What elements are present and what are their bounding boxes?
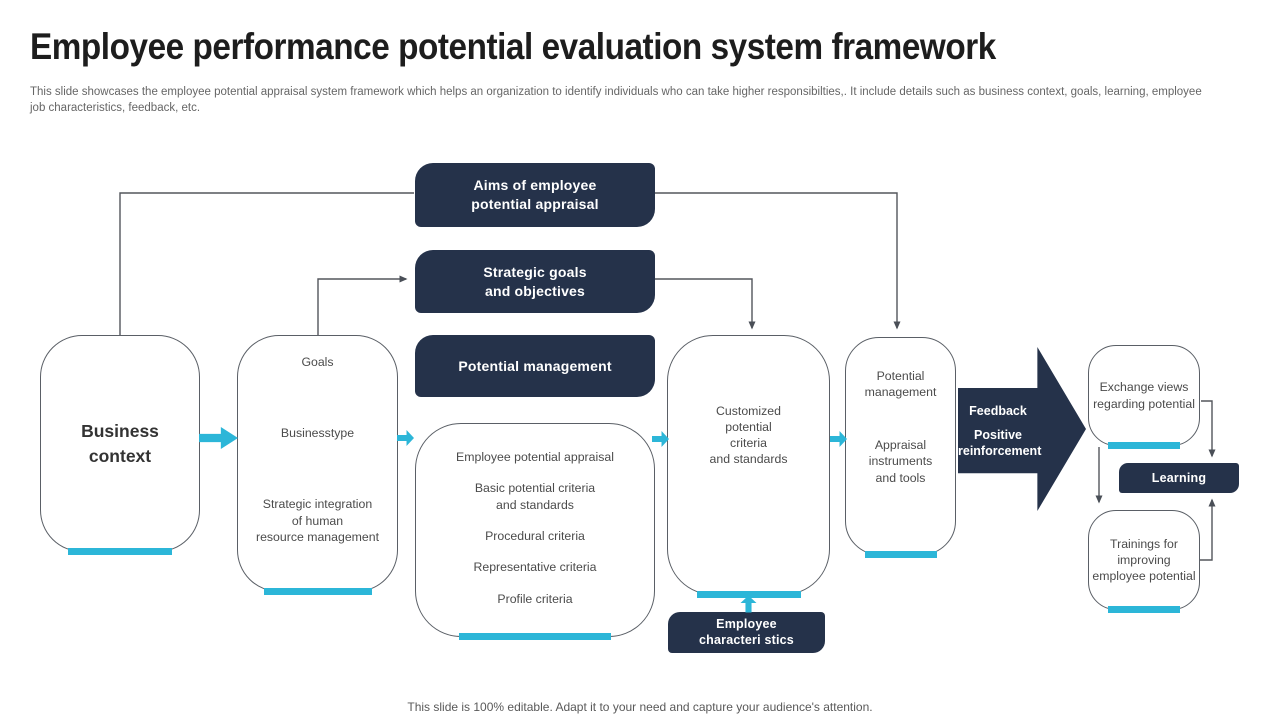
customized-criteria-label: Customized potential criteria and standa… bbox=[709, 403, 788, 467]
potential-management-item: Potential management bbox=[864, 369, 937, 400]
footer-note: This slide is 100% editable. Adapt it to… bbox=[407, 700, 873, 714]
customized-criteria-box[interactable]: Customized potential criteria and standa… bbox=[667, 335, 830, 598]
connector-aims-to-pm bbox=[655, 192, 901, 330]
strategic-goals-and-objectives-box[interactable]: Strategic goals and objectives bbox=[415, 250, 655, 313]
learning-box[interactable]: Learning bbox=[1119, 463, 1239, 493]
potential-management-tools-box[interactable]: Potential management Appraisal instrumen… bbox=[845, 337, 956, 558]
page-title: Employee performance potential evaluatio… bbox=[30, 26, 996, 67]
business-type-item: Businesstype bbox=[280, 426, 355, 441]
goals-box[interactable]: Goals Businesstype Strategic integration… bbox=[237, 335, 398, 595]
positive-reinforcement-label: Positive reinforcement bbox=[958, 428, 1042, 458]
learning-label: Learning bbox=[1151, 470, 1207, 485]
trainings-label: Trainings for improving employee potenti… bbox=[1092, 536, 1196, 584]
business-context-box[interactable]: Business context bbox=[40, 335, 200, 555]
accent-bar bbox=[459, 632, 611, 640]
accent-bar bbox=[263, 587, 372, 595]
exchange-views-box[interactable]: Exchange views regarding potential bbox=[1088, 345, 1200, 449]
accent-bar bbox=[68, 547, 172, 555]
connector-goals-to-strategic bbox=[317, 275, 408, 335]
profile-criteria-item: Profile criteria bbox=[497, 591, 573, 606]
flow-arrow-goals-to-criteria[interactable] bbox=[397, 430, 414, 446]
flow-arrow-characteristics-to-customized[interactable] bbox=[741, 596, 757, 613]
representative-criteria-item: Representative criteria bbox=[473, 560, 597, 575]
business-context-label: Business context bbox=[81, 421, 159, 466]
slide-description: This slide showcases the employee potent… bbox=[30, 86, 1202, 115]
goals-item: Goals bbox=[301, 355, 334, 369]
accent-bar bbox=[864, 550, 937, 558]
accent-bar bbox=[696, 590, 801, 598]
appraisal-item: Employee potential appraisal bbox=[456, 450, 614, 465]
procedural-criteria-item: Procedural criteria bbox=[485, 528, 585, 543]
employee-characteristics-label: Employee characteri stics bbox=[699, 616, 794, 647]
employee-potential-appraisal-box[interactable]: Employee potential appraisal Basic poten… bbox=[415, 423, 655, 640]
feedback-label: Feedback bbox=[969, 403, 1027, 418]
employee-characteristics-box[interactable]: Employee characteri stics bbox=[668, 612, 825, 653]
aims-of-employee-potential-appraisal-box[interactable]: Aims of employee potential appraisal bbox=[415, 163, 655, 227]
connector-trainings-to-learning bbox=[1199, 498, 1216, 561]
appraisal-instruments-item: Appraisal instruments and tools bbox=[868, 438, 933, 485]
strategic-integration-item: Strategic integration of human resource … bbox=[255, 497, 380, 544]
connector-exchange-to-learning bbox=[1201, 400, 1216, 458]
potential-management-dark-box[interactable]: Potential management bbox=[415, 335, 655, 397]
accent-bar bbox=[1108, 605, 1180, 613]
strategic-goals-label: Strategic goals and objectives bbox=[483, 263, 587, 299]
connector-strategic-to-customized bbox=[655, 278, 756, 330]
flow-arrow-business-to-goals[interactable] bbox=[199, 427, 238, 449]
basic-criteria-item: Basic potential criteria and standards bbox=[474, 481, 596, 512]
feedback-arrow-text: Feedback Positive reinforcement bbox=[958, 388, 1042, 475]
trainings-box[interactable]: Trainings for improving employee potenti… bbox=[1088, 510, 1200, 613]
connector-business-to-aims bbox=[119, 192, 414, 335]
potential-management-label: Potential management bbox=[458, 357, 612, 374]
accent-bar bbox=[1108, 441, 1180, 449]
aims-label: Aims of employee potential appraisal bbox=[471, 177, 599, 212]
exchange-views-label: Exchange views regarding potential bbox=[1093, 380, 1195, 411]
